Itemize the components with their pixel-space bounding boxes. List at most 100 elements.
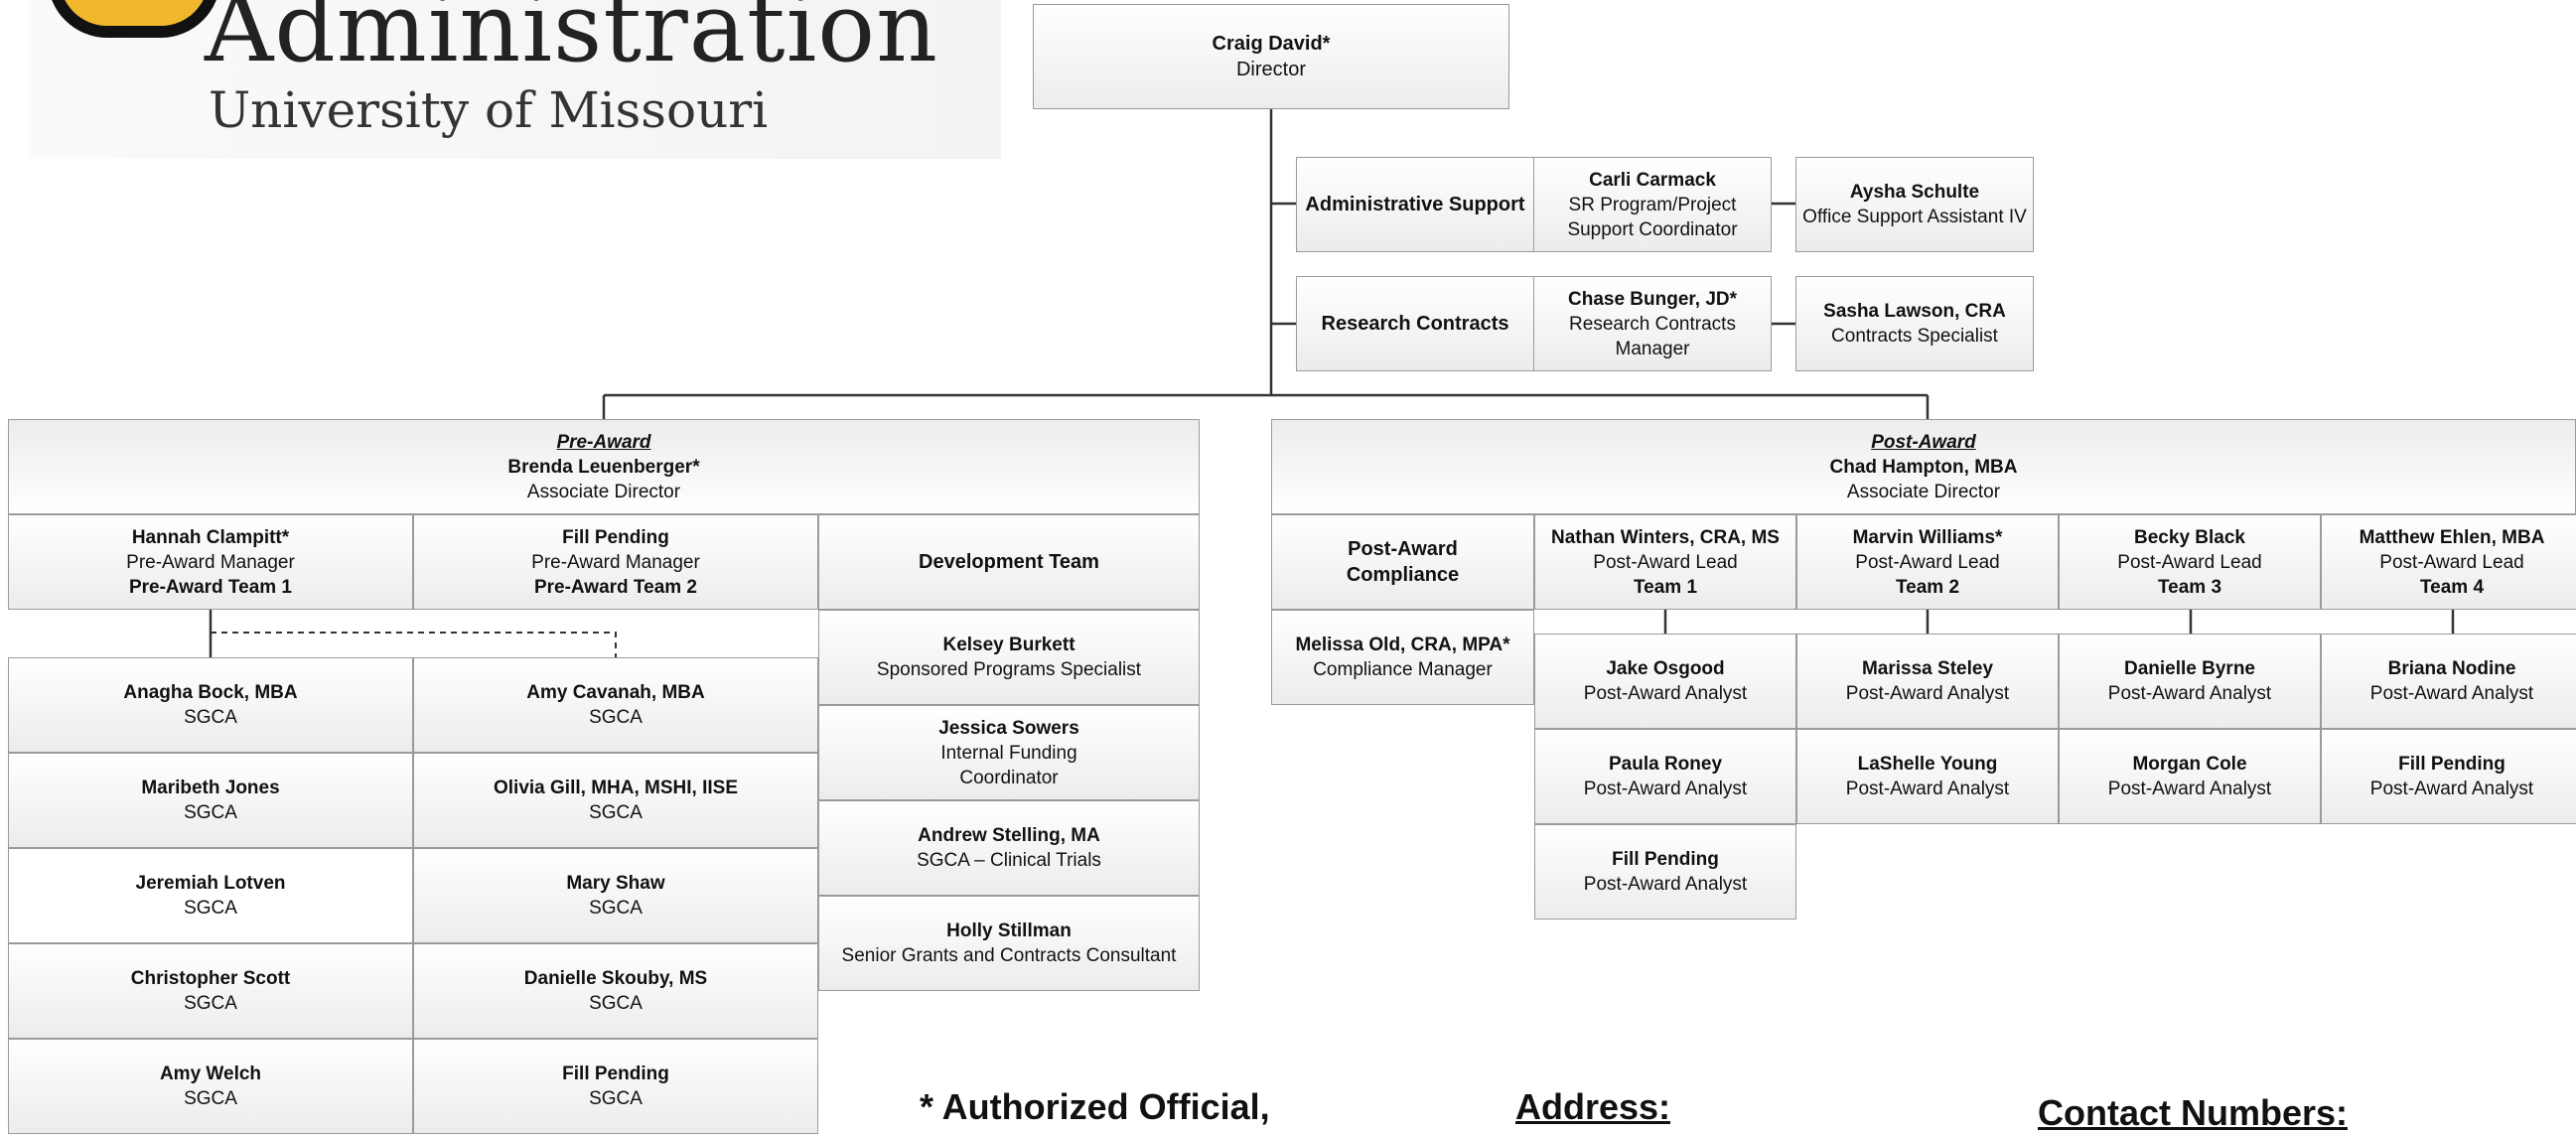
person-title: SGCA xyxy=(589,898,643,919)
person-name: Aysha Schulte xyxy=(1849,182,1980,203)
person-name: Briana Nodine xyxy=(2387,658,2516,679)
person-title: SGCA xyxy=(589,802,643,823)
dev-team-member: Holly Stillman Senior Grants and Contrac… xyxy=(818,896,1200,991)
person-title: Research Contracts Manager xyxy=(1569,313,1736,359)
logo-subtitle: University of Missouri xyxy=(209,81,769,139)
pre-award-header: Pre-Award Brenda Leuenberger* Associate … xyxy=(8,419,1200,514)
person-name: Danielle Skouby, MS xyxy=(523,968,708,989)
post-award-team1-lead: Nathan Winters, CRA, MS Post-Award Lead … xyxy=(1534,514,1796,610)
person-name: Nathan Winters, CRA, MS xyxy=(1551,526,1780,548)
post-award-analyst: Fill Pending Post-Award Analyst xyxy=(2321,729,2576,824)
post-award-team4-lead: Matthew Ehlen, MBA Post-Award Lead Team … xyxy=(2321,514,2576,610)
person-title: SGCA xyxy=(184,993,237,1014)
person-title: Pre-Award Manager xyxy=(126,551,295,573)
person-title: SR Program/Project Support Coordinator xyxy=(1567,194,1738,240)
person-title: SGCA xyxy=(184,707,237,728)
team-member: Mary Shaw SGCA xyxy=(413,848,818,943)
person-title: Associate Director xyxy=(1846,481,2001,502)
section-heading: Development Team xyxy=(919,551,1099,573)
person-title: Compliance Manager xyxy=(1313,659,1493,680)
post-award-analyst: Paula Roney Post-Award Analyst xyxy=(1534,729,1796,824)
pre-award-team2-manager: Fill Pending Pre-Award Manager Pre-Award… xyxy=(413,514,818,610)
post-award-compliance-unit: Post-Award Compliance xyxy=(1271,514,1534,610)
person-title: Post-Award Analyst xyxy=(2107,683,2272,704)
post-award-analyst: Fill Pending Post-Award Analyst xyxy=(1534,824,1796,920)
post-award-header: Post-Award Chad Hampton, MBA Associate D… xyxy=(1271,419,2576,514)
person-title: SGCA xyxy=(589,1088,643,1109)
director-name: Craig David* xyxy=(1212,33,1331,55)
post-award-team2-lead: Marvin Williams* Post-Award Lead Team 2 xyxy=(1796,514,2059,610)
person-name: Marvin Williams* xyxy=(1852,526,2003,548)
person-title: Associate Director xyxy=(526,481,681,502)
team-member: Anagha Bock, MBA SGCA xyxy=(8,657,413,753)
person-title: Post-Award Analyst xyxy=(1845,779,2010,799)
person-title: Post-Award Analyst xyxy=(1845,683,2010,704)
person-name: Brenda Leuenberger* xyxy=(507,456,700,478)
logo-title: Administration xyxy=(205,0,938,83)
admin-support-unit: Administrative Support xyxy=(1296,157,1534,252)
compliance-manager: Melissa Old, CRA, MPA* Compliance Manage… xyxy=(1271,610,1534,705)
post-award-analyst: LaShelle Young Post-Award Analyst xyxy=(1796,729,2059,824)
team-member: Fill Pending SGCA xyxy=(413,1039,818,1134)
director-box: Craig David* Director xyxy=(1033,4,1509,109)
dev-team-member: Andrew Stelling, MA SGCA – Clinical Tria… xyxy=(818,800,1200,896)
person-name: Paula Roney xyxy=(1608,754,1723,775)
team-label: Pre-Award Team 2 xyxy=(533,576,698,598)
person-title: Post-Award Lead xyxy=(1855,551,2000,573)
person-title: Post-Award Lead xyxy=(2379,551,2524,573)
person-name: Hannah Clampitt* xyxy=(131,526,290,548)
unit-label: Administrative Support xyxy=(1305,194,1525,215)
person-name: Becky Black xyxy=(2134,526,2245,548)
person-name: Fill Pending xyxy=(562,1063,669,1084)
logo: Administration University of Missouri xyxy=(28,0,1001,159)
unit-label: Post-Award Compliance xyxy=(1346,538,1460,586)
person-name: Amy Cavanah, MBA xyxy=(526,682,705,703)
person-title: Post-Award Analyst xyxy=(1583,874,1748,895)
section-heading: Post-Award xyxy=(1871,431,1976,453)
team-member: Jeremiah Lotven SGCA xyxy=(8,848,413,943)
person-title: Post-Award Analyst xyxy=(1583,779,1748,799)
post-award-analyst: Briana Nodine Post-Award Analyst xyxy=(2321,634,2576,729)
post-award-team3-lead: Becky Black Post-Award Lead Team 3 xyxy=(2059,514,2321,610)
person-name: Chase Bunger, JD* xyxy=(1568,288,1737,310)
person-name: Melissa Old, CRA, MPA* xyxy=(1295,635,1510,655)
person-title: Post-Award Lead xyxy=(2117,551,2262,573)
person-title: Post-Award Analyst xyxy=(1583,683,1748,704)
person-title: SGCA xyxy=(589,993,643,1014)
person-name: Sasha Lawson, CRA xyxy=(1823,301,2006,322)
person-name: Amy Welch xyxy=(159,1063,262,1084)
person-name: Andrew Stelling, MA xyxy=(918,825,1100,846)
person-name: Mary Shaw xyxy=(566,873,665,894)
person-title: Internal Funding Coordinator xyxy=(940,742,1077,788)
person-name: Jeremiah Lotven xyxy=(135,873,286,894)
person-name: Chad Hampton, MBA xyxy=(1829,456,2018,478)
person-title: Post-Award Analyst xyxy=(2107,779,2272,799)
person-title: Office Support Assistant IV xyxy=(1802,207,2027,227)
admin-support-staff: Aysha Schulte Office Support Assistant I… xyxy=(1795,157,2034,252)
person-title: Post-Award Analyst xyxy=(2369,779,2534,799)
research-contracts-staff: Sasha Lawson, CRA Contracts Specialist xyxy=(1795,276,2034,371)
authorized-official-note: * Authorized Official, xyxy=(920,1086,1270,1127)
person-name: Jessica Sowers xyxy=(938,717,1079,739)
person-title: SGCA xyxy=(589,707,643,728)
person-title: Post-Award Analyst xyxy=(2369,683,2534,704)
person-name: Carli Carmack xyxy=(1589,169,1716,191)
team-member: Amy Cavanah, MBA SGCA xyxy=(413,657,818,753)
director-title: Director xyxy=(1235,59,1306,80)
person-name: Kelsey Burkett xyxy=(942,635,1075,655)
section-heading: Pre-Award xyxy=(556,431,651,453)
team-member: Maribeth Jones SGCA xyxy=(8,753,413,848)
team-member: Amy Welch SGCA xyxy=(8,1039,413,1134)
post-award-analyst: Jake Osgood Post-Award Analyst xyxy=(1534,634,1796,729)
person-name: Morgan Cole xyxy=(2132,754,2247,775)
research-contracts-lead: Chase Bunger, JD* Research Contracts Man… xyxy=(1533,276,1772,371)
person-name: Maribeth Jones xyxy=(141,778,280,798)
person-title: Pre-Award Manager xyxy=(531,551,700,573)
person-title: Contracts Specialist xyxy=(1831,326,1998,347)
person-title: SGCA xyxy=(184,802,237,823)
person-title: Senior Grants and Contracts Consultant xyxy=(841,945,1177,966)
person-name: Holly Stillman xyxy=(946,921,1072,941)
address-heading: Address: xyxy=(1515,1086,1671,1127)
person-title: SGCA – Clinical Trials xyxy=(917,850,1101,871)
team-label: Team 3 xyxy=(2157,576,2222,598)
